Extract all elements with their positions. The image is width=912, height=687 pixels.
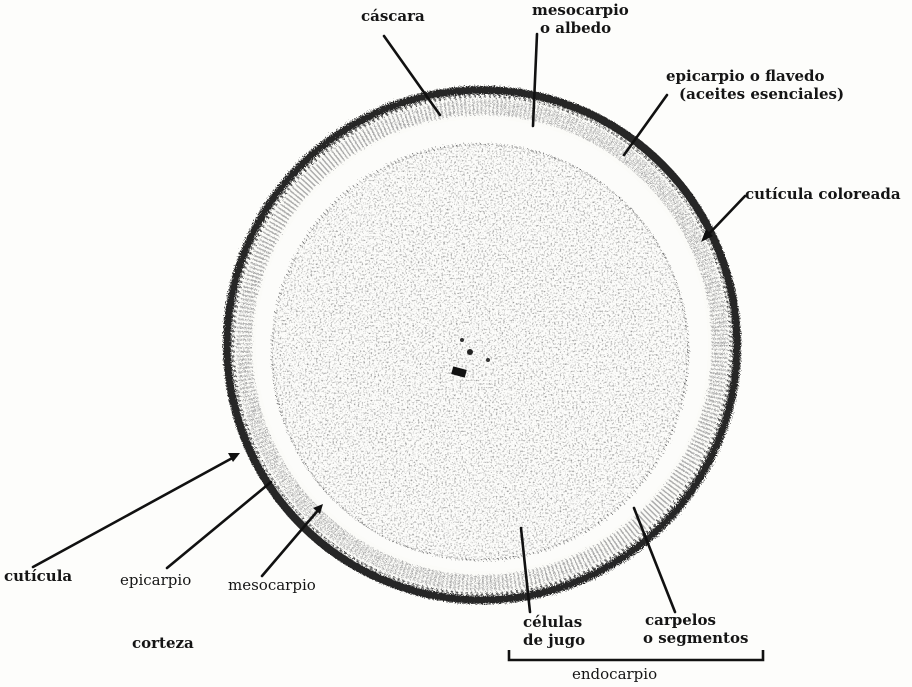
label-carpelos-line2: o segmentos [643, 630, 748, 647]
label-epicarpio: epicarpio [120, 572, 191, 589]
pulp-region [272, 144, 688, 560]
label-cuticula: cutícula [4, 568, 72, 585]
label-corteza: corteza [132, 635, 194, 652]
pointer-cuticula-coloreada [705, 196, 745, 238]
label-mesocarpio-albedo-line2: o albedo [540, 20, 611, 37]
label-carpelos-line1: carpelos [645, 612, 716, 629]
label-celulas-line2: de jugo [523, 632, 585, 649]
label-celulas-line1: células [523, 614, 582, 631]
endocarpio-bracket [509, 650, 763, 660]
label-cuticula-coloreada: cutícula coloreada [745, 186, 901, 203]
label-mesocarpio-albedo-line1: mesocarpio [532, 2, 629, 19]
label-cascara: cáscara [361, 8, 425, 25]
label-epicarpio-flavedo-line2: (aceites esenciales) [679, 86, 844, 103]
label-mesocarpio: mesocarpio [228, 577, 316, 594]
label-endocarpio: endocarpio [572, 666, 657, 683]
pointer-epicarpio [167, 482, 271, 568]
pointer-cuticula [33, 456, 236, 567]
label-epicarpio-flavedo-line1: epicarpio o flavedo [666, 68, 825, 85]
